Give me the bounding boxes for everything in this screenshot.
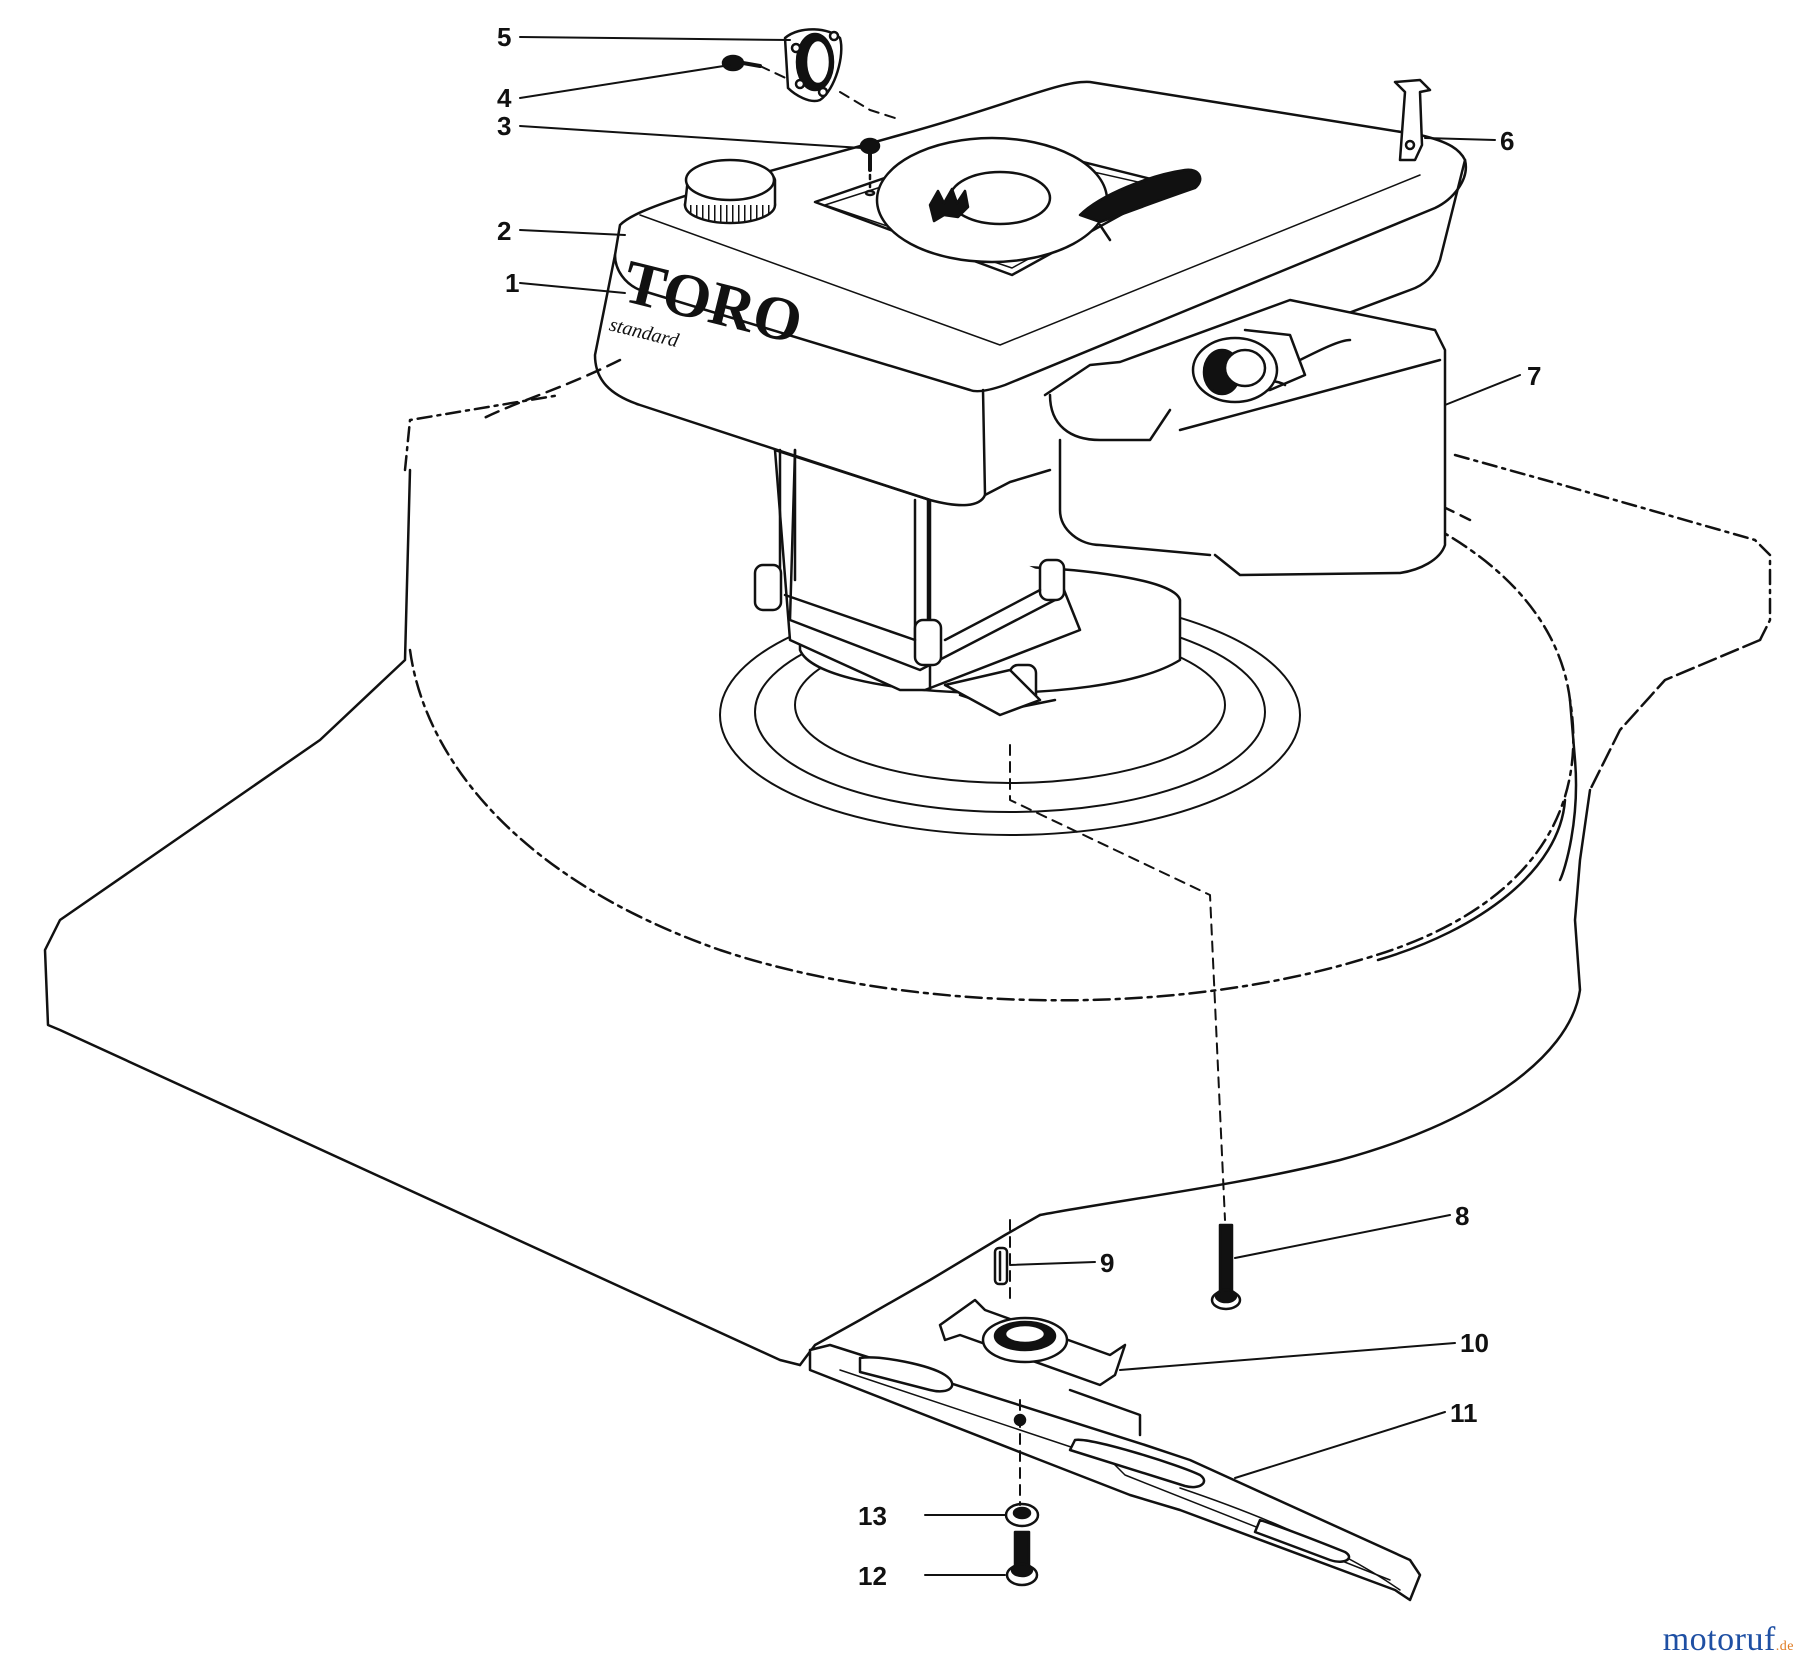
screw-4: [721, 54, 762, 72]
throttle-bracket: [1393, 78, 1432, 162]
alignment-lines: [759, 65, 1226, 1506]
screw-3: [859, 137, 881, 197]
fuel-cap: [683, 158, 777, 225]
watermark: motoruf.de: [1663, 1621, 1794, 1659]
callout-11: 11: [1450, 1398, 1478, 1428]
blade-screw: [1005, 1530, 1039, 1587]
blade-key: [993, 1246, 1009, 1286]
blade-bolt: [1210, 1223, 1242, 1311]
washer: [1004, 1502, 1040, 1528]
starter-cover: [783, 28, 843, 103]
callout-4: 4: [497, 83, 512, 113]
callout-8: 8: [1455, 1201, 1469, 1231]
callout-12: 12: [858, 1561, 887, 1591]
watermark-main: motoruf: [1662, 1621, 1776, 1658]
callout-2: 2: [497, 216, 511, 246]
callout-1: 1: [505, 268, 519, 298]
mower-deck: [43, 358, 1772, 1367]
callout-3: 3: [497, 111, 511, 141]
mower-blade: [808, 1343, 1422, 1602]
engine-block: [753, 448, 1082, 717]
callout-5: 5: [497, 22, 511, 52]
callout-7: 7: [1527, 361, 1541, 391]
callout-9: 9: [1100, 1248, 1114, 1278]
callout-labels: 5 4 3 2 1 6 7 8 9 10 11 12 13: [497, 22, 1541, 1591]
fuel-tank: [1043, 298, 1447, 577]
callout-13: 13: [858, 1501, 887, 1531]
callout-6: 6: [1500, 126, 1514, 156]
watermark-tld: .de: [1775, 1639, 1794, 1654]
leader-lines: [519, 36, 1521, 1576]
recoil-starter: [813, 136, 1202, 277]
callout-10: 10: [1460, 1328, 1489, 1358]
blade-adapter: [938, 1298, 1142, 1437]
